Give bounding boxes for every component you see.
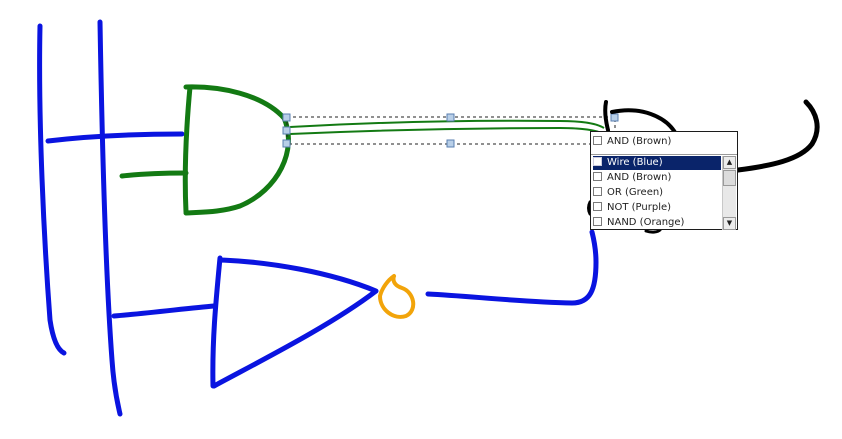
option-and[interactable]: AND (Brown): [593, 171, 671, 185]
option-or[interactable]: OR (Green): [593, 186, 663, 200]
list-scrollbar[interactable]: ▲ ▼: [722, 156, 736, 230]
and-gate-input-lower[interactable]: [119, 170, 189, 179]
option-checkbox[interactable]: [593, 217, 602, 226]
resize-handle-bottom-left[interactable]: [282, 139, 291, 148]
option-checkbox[interactable]: [593, 157, 602, 166]
resize-handle-top-right[interactable]: [610, 113, 619, 122]
option-label: Wire (Blue): [607, 157, 663, 168]
black-wire-arc[interactable]: [610, 108, 678, 136]
black-wire-curve[interactable]: [735, 99, 820, 173]
option-label: NAND (Orange): [607, 217, 685, 228]
blue-wire-to-not[interactable]: [111, 303, 217, 319]
option-label: OR (Green): [607, 187, 664, 198]
option-label: NOT (Purple): [607, 202, 672, 213]
option-label: AND (Brown): [607, 172, 672, 183]
resize-handle-top-left[interactable]: [282, 113, 291, 122]
blue-vertical-wire-left[interactable]: [37, 23, 67, 356]
blue-wire-to-and-top[interactable]: [45, 131, 185, 144]
option-nand[interactable]: NAND (Orange): [593, 216, 684, 230]
selected-wire-inner: [289, 126, 605, 135]
scroll-down-icon[interactable]: ▼: [723, 217, 736, 230]
not-gate[interactable]: [210, 255, 379, 389]
resize-handle-top-middle[interactable]: [446, 113, 455, 122]
black-wire-stub[interactable]: [587, 200, 592, 216]
scroll-thumb[interactable]: [723, 170, 736, 186]
selected-wire[interactable]: [289, 119, 605, 129]
option-checkbox[interactable]: [593, 172, 602, 181]
option-wire[interactable]: Wire (Blue): [593, 156, 721, 170]
option-checkbox[interactable]: [593, 202, 602, 211]
black-wire-segment[interactable]: [603, 100, 610, 132]
resize-handle-middle-left[interactable]: [282, 126, 291, 135]
resize-handle-bottom-middle[interactable]: [446, 139, 455, 148]
blue-output-wire[interactable]: [425, 229, 599, 306]
current-type-label: AND (Brown): [607, 136, 672, 147]
type-options-list[interactable]: Wire (Blue) AND (Brown) OR (Green) NOT (…: [591, 154, 737, 231]
and-gate[interactable]: [182, 84, 291, 216]
current-type-field[interactable]: AND (Brown): [593, 135, 671, 149]
blue-vertical-wire-right[interactable]: [97, 19, 123, 417]
not-bubble[interactable]: [377, 274, 416, 319]
gate-type-dropdown[interactable]: AND (Brown) Wire (Blue) AND (Brown) OR (…: [590, 131, 738, 230]
option-checkbox[interactable]: [593, 187, 602, 196]
current-type-checkbox[interactable]: [593, 136, 602, 145]
scroll-up-icon[interactable]: ▲: [723, 156, 736, 169]
option-not[interactable]: NOT (Purple): [593, 201, 671, 215]
black-wire-tail[interactable]: [644, 228, 662, 234]
